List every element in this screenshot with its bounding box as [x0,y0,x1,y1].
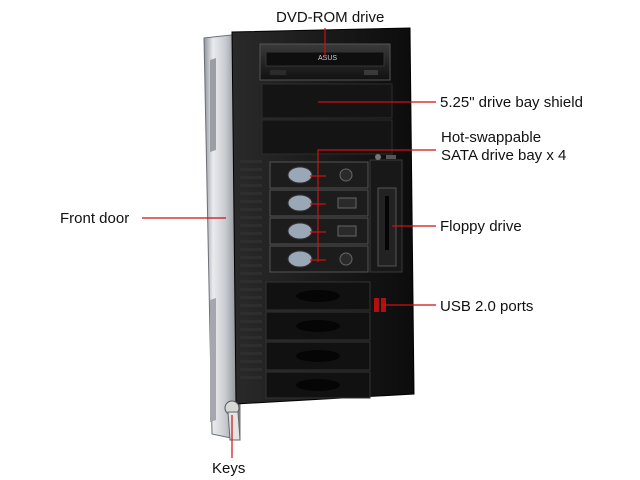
keys [224,400,241,441]
callout-lines [142,28,436,458]
label-front-door: Front door [60,210,130,227]
power-button-icon [375,154,381,160]
sata-bay [269,245,369,273]
sata-bay [269,189,369,217]
callout-line-hot-swap-ticks [310,175,326,261]
front-control-panel [369,154,403,312]
drive-bay-shields [261,83,393,155]
sata-bay [269,217,369,245]
lower-bay-covers [265,281,371,399]
sata-drive-bays [269,161,369,273]
label-drive-bay-shield: 5.25" drive bay shield [440,94,583,111]
label-floppy-drive: Floppy drive [440,218,522,235]
label-dvd-rom-drive: DVD-ROM drive [276,9,385,26]
dvd-brand-logo: ASUS [318,55,337,62]
label-keys: Keys [212,460,246,477]
side-vents [240,160,262,379]
label-hot-swap-line1: Hot-swappable [441,129,542,146]
sata-bay [269,161,369,189]
label-usb-ports: USB 2.0 ports [440,298,534,315]
callout-line-hot-swap [317,149,436,262]
label-hot-swap-line2: SATA drive bay x 4 [441,147,567,164]
